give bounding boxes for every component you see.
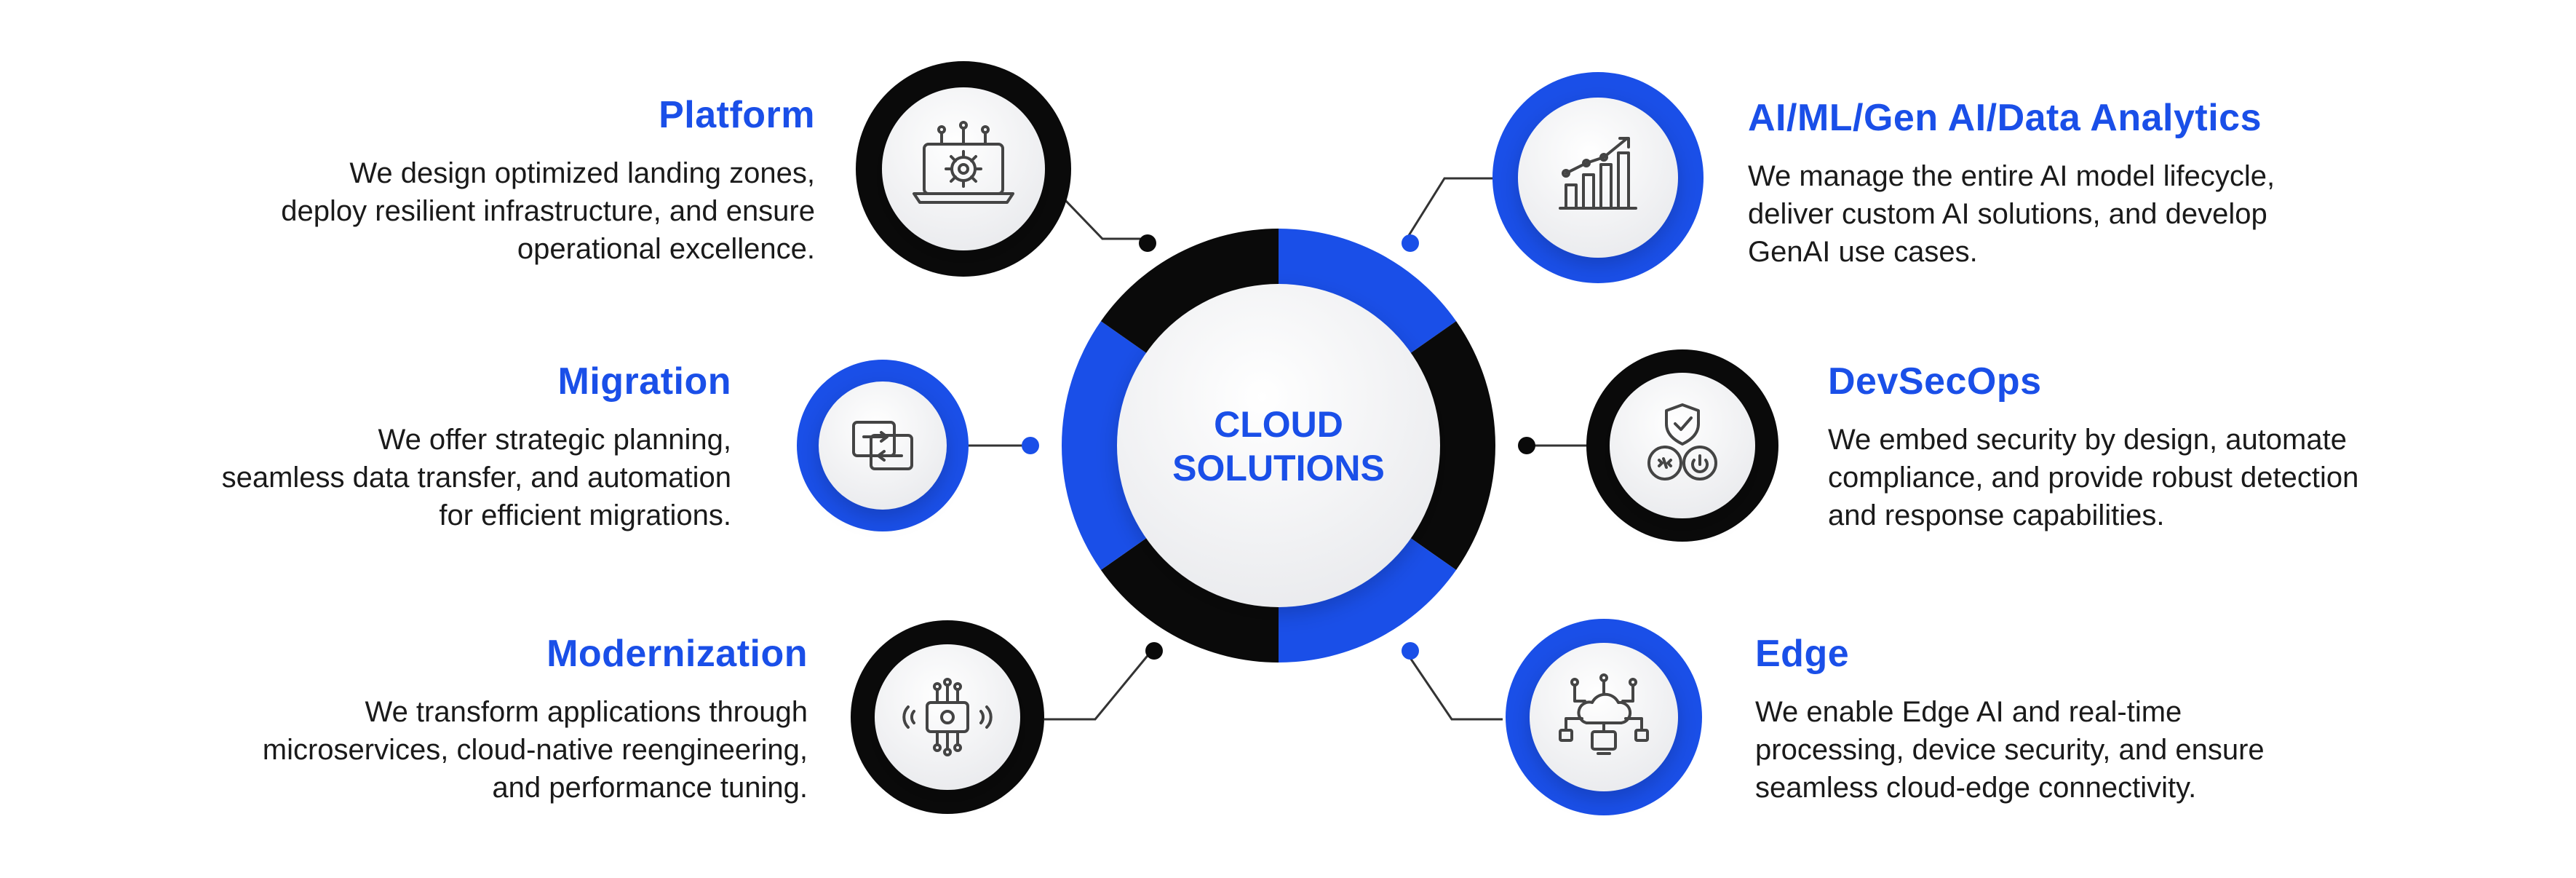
ai-title: AI/ML/Gen AI/Data Analytics — [1748, 97, 2262, 139]
modernization-block: Modernization We transform applications … — [153, 632, 808, 807]
center-disc — [1117, 284, 1440, 607]
connector-edge — [1403, 649, 1503, 721]
ring-segment — [1279, 229, 1457, 354]
migration-description: We offer strategic planning, seamless da… — [221, 424, 731, 531]
laptop-gear-icon — [913, 121, 1014, 204]
connector-ai — [1403, 177, 1503, 243]
devsecops-description: We embed security by design, automate co… — [1828, 424, 2359, 531]
center-title-line2: SOLUTIONS — [1172, 448, 1385, 489]
ring-segment — [1279, 537, 1457, 663]
bar-chart-trend-icon — [1559, 137, 1637, 210]
ai-description: We manage the entire AI model lifecycle,… — [1748, 160, 2275, 268]
icon-rings — [797, 61, 1778, 815]
platform-block: Platform We design optimized landing zon… — [160, 93, 815, 268]
modernization-node — [851, 620, 1044, 814]
center-title-line1: CLOUD — [1214, 404, 1343, 445]
platform-node — [856, 61, 1071, 277]
transfer-arrows-icon — [852, 421, 913, 470]
connector-modernization — [1044, 652, 1151, 721]
devsecops-node — [1586, 349, 1778, 542]
center-ring: CLOUD SOLUTIONS — [1062, 229, 1495, 663]
edge-title: Edge — [1755, 633, 1850, 675]
platform-title: Platform — [659, 94, 815, 136]
ai-node — [1492, 72, 1704, 283]
dot-modernization — [1145, 642, 1163, 660]
dot-ai — [1402, 234, 1419, 252]
migration-node — [797, 360, 969, 531]
devsecops-title: DevSecOps — [1828, 360, 2042, 403]
chip-network-icon — [902, 678, 993, 756]
shield-infinity-icon — [1647, 403, 1717, 480]
ring-segment — [1100, 229, 1279, 354]
devsecops-block: DevSecOps We embed security by design, a… — [1828, 360, 2483, 534]
ring-segment — [1062, 321, 1148, 570]
edge-block: Edge We enable Edge AI and real-time pro… — [1755, 632, 2410, 807]
edge-node — [1506, 619, 1702, 815]
modernization-description: We transform applications through micros… — [262, 696, 808, 804]
migration-block: Migration We offer strategic planning, s… — [76, 360, 731, 534]
modernization-title: Modernization — [546, 633, 808, 675]
connector-dots — [1022, 234, 1535, 660]
ai-block: AI/ML/Gen AI/Data Analytics We manage th… — [1748, 96, 2403, 271]
ring-segments — [1062, 229, 1495, 663]
migration-title: Migration — [557, 360, 731, 403]
edge-description: We enable Edge AI and real-time processi… — [1755, 696, 2265, 804]
platform-description: We design optimized landing zones, deplo… — [281, 157, 815, 265]
cloud-edge-icon — [1559, 673, 1649, 755]
dot-devsecops — [1518, 437, 1535, 454]
ring-segment — [1100, 537, 1279, 663]
ring-segment — [1410, 321, 1495, 570]
dot-migration — [1022, 437, 1039, 454]
connectors — [961, 177, 1586, 721]
dot-edge — [1402, 642, 1419, 660]
dot-platform — [1139, 234, 1156, 252]
